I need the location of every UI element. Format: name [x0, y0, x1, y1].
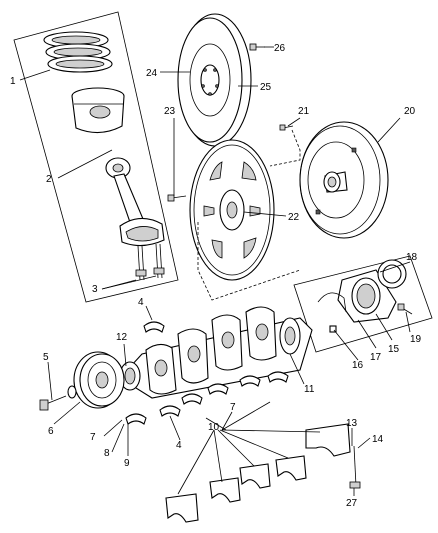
piston-rod-group — [13, 11, 179, 303]
vibration-damper — [73, 351, 125, 409]
callout-17: 17 — [370, 352, 382, 363]
callout-2: 2 — [46, 174, 52, 185]
group-box-outline — [13, 11, 179, 303]
callout-11: 11 — [304, 384, 315, 395]
torque-converter-bolt — [279, 124, 294, 131]
callout-21: 21 — [298, 106, 310, 117]
main-cap-bolt — [349, 445, 361, 489]
callout-13: 13 — [346, 418, 358, 429]
main-bearing-shells — [125, 321, 289, 425]
rear-seal-group — [293, 255, 433, 353]
damper-washer — [67, 385, 77, 399]
rear-main-seal — [377, 259, 407, 289]
callout-8: 8 — [104, 448, 110, 459]
damper-bolt — [39, 395, 67, 411]
main-bearing-caps — [165, 423, 351, 523]
crankshaft — [119, 306, 313, 399]
flex-plate — [189, 139, 275, 281]
callout-7b: 7 — [230, 402, 236, 413]
flywheel — [177, 13, 252, 147]
callout-1: 1 — [10, 76, 16, 87]
callout-9: 9 — [124, 458, 130, 469]
callout-26: 26 — [274, 43, 286, 54]
callout-3: 3 — [92, 284, 98, 295]
callout-16: 16 — [352, 360, 364, 371]
callout-4a: 4 — [138, 297, 144, 308]
flex-plate-bolt — [167, 194, 187, 202]
callout-27: 27 — [346, 498, 358, 509]
piston — [71, 87, 125, 134]
dowel-pin — [329, 325, 337, 333]
callout-15: 15 — [388, 344, 400, 355]
seal-retainer-bolt — [397, 303, 413, 315]
torque-converter — [299, 121, 389, 239]
callout-14: 14 — [372, 434, 384, 445]
callout-10: 10 — [208, 422, 220, 433]
callout-labels: 1 2 3 4 5 6 7 8 9 4 7 10 12 11 13 14 27 … — [10, 43, 422, 509]
flywheel-bolt — [249, 43, 265, 51]
seal-gasket — [317, 292, 347, 313]
callout-25: 25 — [260, 82, 272, 93]
callout-24: 24 — [146, 68, 158, 79]
rod-bolts — [135, 243, 165, 281]
callout-18: 18 — [406, 252, 418, 263]
callout-4b: 4 — [176, 440, 182, 451]
callout-12: 12 — [116, 332, 128, 343]
connecting-rod — [105, 157, 165, 247]
callout-20: 20 — [404, 106, 416, 117]
piston-rings — [43, 31, 113, 73]
callout-5: 5 — [43, 352, 49, 363]
callout-6: 6 — [48, 426, 54, 437]
callout-7a: 7 — [90, 432, 96, 443]
dashed-leader-bolt21 — [269, 129, 301, 167]
callout-22: 22 — [288, 212, 300, 223]
leader-lines — [19, 46, 411, 496]
callout-23: 23 — [164, 106, 176, 117]
dashed-leader-flexplate — [197, 222, 301, 301]
callout-19: 19 — [410, 334, 422, 345]
